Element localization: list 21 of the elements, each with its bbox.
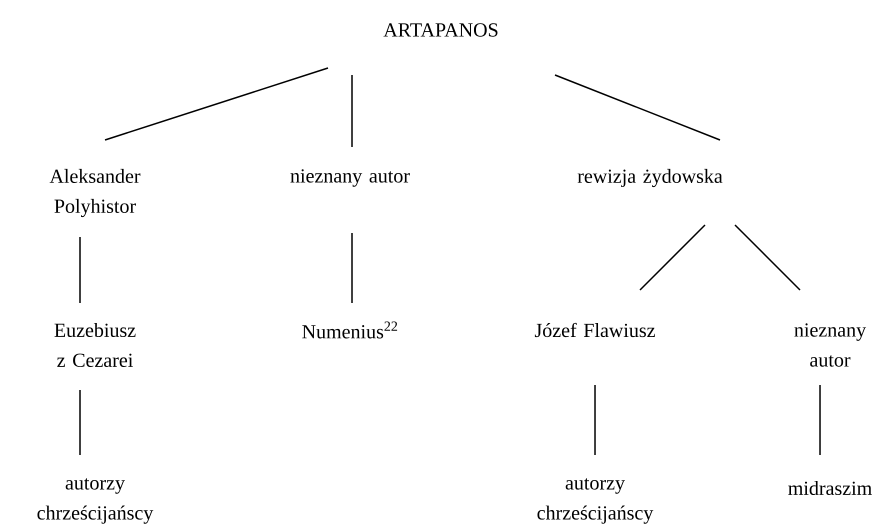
- connector-line: [104, 67, 328, 141]
- node-label: midraszim: [788, 480, 872, 496]
- connector-line: [819, 385, 821, 455]
- node-label: Numenius$^{22}$: [302, 322, 398, 338]
- node-label: ARTAPANOS: [384, 23, 498, 37]
- connector-line: [351, 75, 353, 147]
- node-label: Józef Flawiusz: [534, 322, 655, 338]
- node-label: Aleksander Polyhistor: [50, 168, 140, 218]
- node-label: rewizja żydowska: [578, 168, 722, 188]
- connector-line: [594, 385, 596, 455]
- node-label: nieznany autor: [794, 323, 866, 367]
- node-label: autorzy chrześcijańscy: [537, 478, 654, 524]
- node-label: autorzy chrześcijańscy: [37, 478, 154, 524]
- connector-line: [554, 74, 720, 141]
- connector-line: [639, 224, 706, 291]
- connector-line: [79, 237, 81, 303]
- node-label: Euzebiusz z Cezarei: [54, 322, 136, 368]
- connector-line: [734, 224, 801, 291]
- node-label: nieznany autor: [290, 169, 410, 187]
- connector-line: [79, 390, 81, 455]
- connector-line: [351, 233, 353, 303]
